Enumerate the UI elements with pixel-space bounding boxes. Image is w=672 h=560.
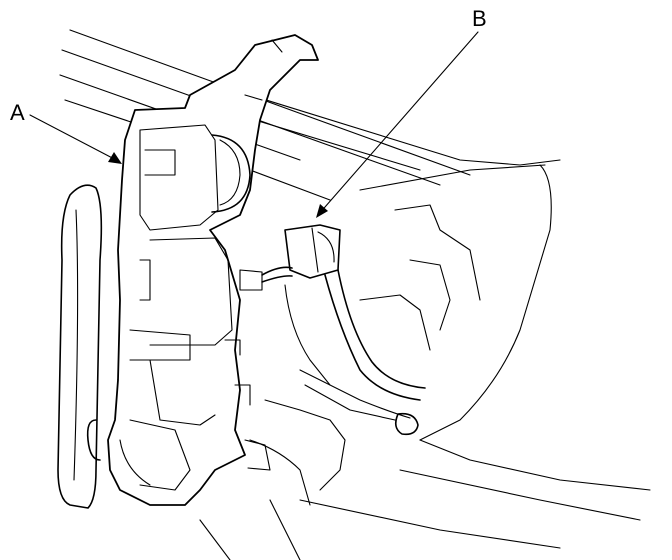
steering-wheel xyxy=(57,184,103,509)
callout-a-label: A xyxy=(10,100,25,125)
leader-lines xyxy=(29,31,479,218)
callout-b-label: B xyxy=(472,6,487,31)
connector-and-harness xyxy=(249,204,481,506)
dashboard-background xyxy=(59,29,651,560)
gauge-control-unit xyxy=(107,34,319,506)
